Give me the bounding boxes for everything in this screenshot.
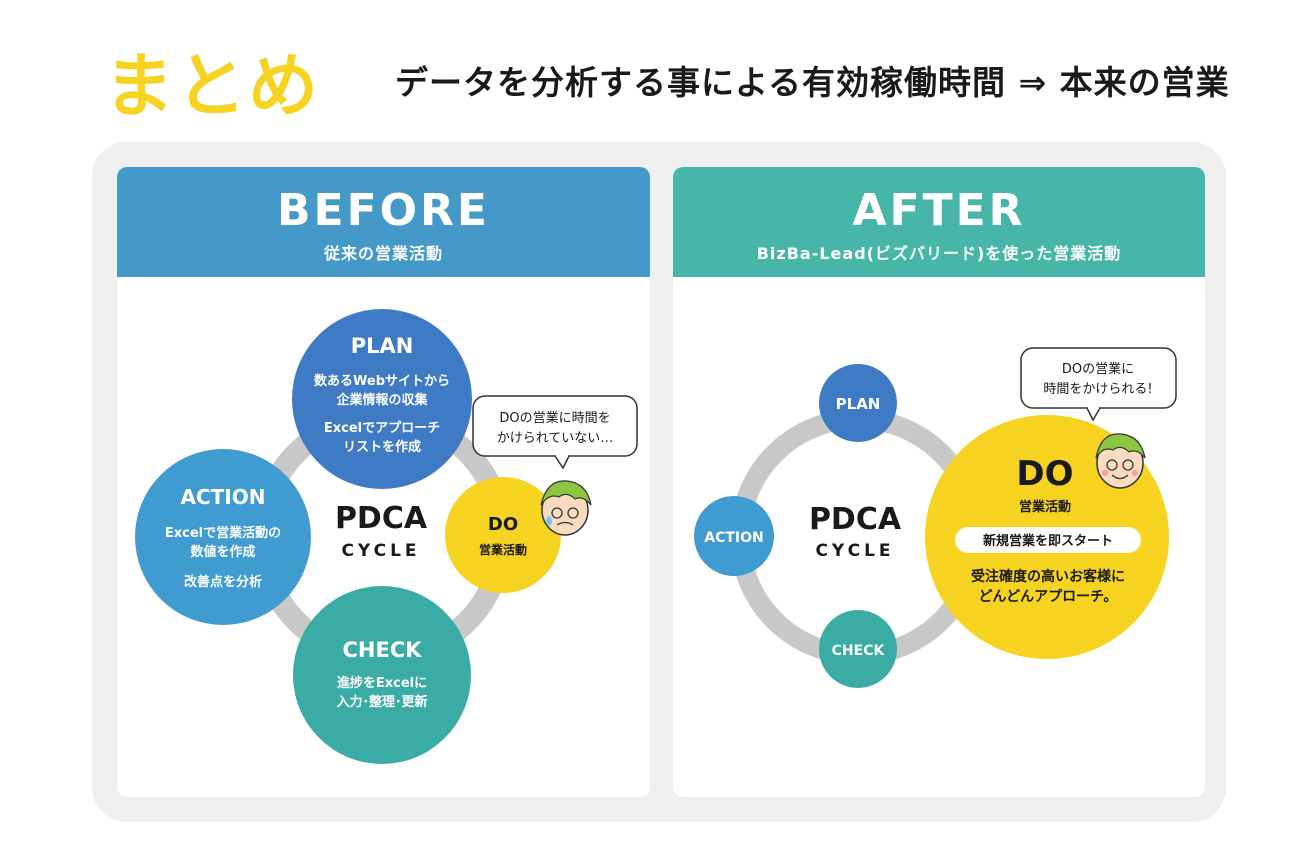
before-plan-label: PLAN (351, 334, 414, 358)
before-bubble-line: かけられていない… (497, 431, 614, 446)
before-action-label: ACTION (181, 485, 266, 509)
before-plan-line: Excelでアプローチ (324, 421, 440, 436)
before-speech-bubble: DOの営業に時間を かけられていない… (472, 395, 638, 470)
after-do-line: 受注確度の高いお客様に (971, 568, 1125, 585)
before-check-label: CHECK (342, 638, 422, 662)
after-center-pdca: PDCA (809, 502, 902, 537)
before-action-line: 数値を作成 (190, 544, 255, 560)
after-title: AFTER (852, 185, 1026, 236)
before-bubble-line: DOの営業に時間を (499, 410, 610, 426)
before-center-cycle: CYCLE (341, 541, 420, 561)
before-panel: BEFORE 従来の営業活動 PLAN 数あるWebサイトから 企業情報の収集 … (117, 167, 650, 797)
after-do-line: どんどんアプローチ。 (979, 589, 1118, 605)
before-plan-line: リストを作成 (343, 439, 421, 455)
before-do-node: DO 営業活動 (445, 477, 561, 593)
after-check-label: CHECK (832, 643, 886, 659)
before-plan-line: 企業情報の収集 (335, 392, 428, 408)
before-center-pdca: PDCA (335, 501, 428, 536)
after-plan-label: PLAN (836, 395, 881, 413)
before-check-line: 入力･整理･更新 (336, 694, 427, 710)
before-plan-node: PLAN 数あるWebサイトから 企業情報の収集 Excelでアプローチ リスト… (292, 309, 472, 489)
after-do-sub: 営業活動 (1019, 499, 1071, 515)
before-do-label: DO (488, 514, 518, 535)
after-subtitle: BizBa-Lead(ビズバリード)を使った営業活動 (756, 244, 1122, 263)
after-plan-node: PLAN (819, 364, 897, 442)
before-action-line: Excelで営業活動の (165, 525, 281, 541)
after-do-badge (955, 527, 1141, 553)
after-action-node: ACTION (694, 496, 774, 576)
worried-person-icon (540, 480, 592, 536)
before-action-node: ACTION Excelで営業活動の 数値を作成 改善点を分析 (135, 449, 311, 625)
before-pdca-diagram: PLAN 数あるWebサイトから 企業情報の収集 Excelでアプローチ リスト… (135, 309, 638, 764)
after-do-label: DO (1016, 454, 1073, 494)
before-subtitle: 従来の営業活動 (323, 244, 443, 263)
before-do-sub: 営業活動 (479, 542, 527, 557)
before-plan-line: 数あるWebサイトから (314, 373, 450, 389)
after-do-badge-text: 新規営業を即スタート (983, 533, 1113, 549)
after-action-label: ACTION (704, 530, 764, 546)
after-pdca-diagram: PLAN ACTION CHECK PDCA CYCLE DO 営業活動 新規営… (694, 347, 1177, 688)
after-header: AFTER BizBa-Lead(ビズバリード)を使った営業活動 (673, 167, 1205, 277)
after-check-node: CHECK (819, 610, 897, 688)
after-bubble-line: DOの営業に (1062, 361, 1134, 377)
after-bubble-line: 時間をかけられる! (1043, 382, 1152, 397)
page-subtitle: データを分析する事による有効稼働時間 ⇒ 本来の営業 (395, 63, 1230, 102)
happy-person-icon (1095, 433, 1146, 489)
page-heading: まとめ (104, 45, 320, 127)
before-action-line: 改善点を分析 (184, 574, 262, 590)
before-check-node: CHECK 進捗をExcelに 入力･整理･更新 (293, 586, 471, 764)
before-header: BEFORE 従来の営業活動 (117, 167, 650, 277)
after-speech-bubble: DOの営業に 時間をかけられる! (1020, 347, 1177, 422)
before-title: BEFORE (277, 185, 490, 236)
before-check-line: 進捗をExcelに (337, 675, 427, 691)
after-panel: AFTER BizBa-Lead(ビズバリード)を使った営業活動 PLAN AC… (673, 167, 1205, 797)
after-center-cycle: CYCLE (815, 541, 894, 561)
